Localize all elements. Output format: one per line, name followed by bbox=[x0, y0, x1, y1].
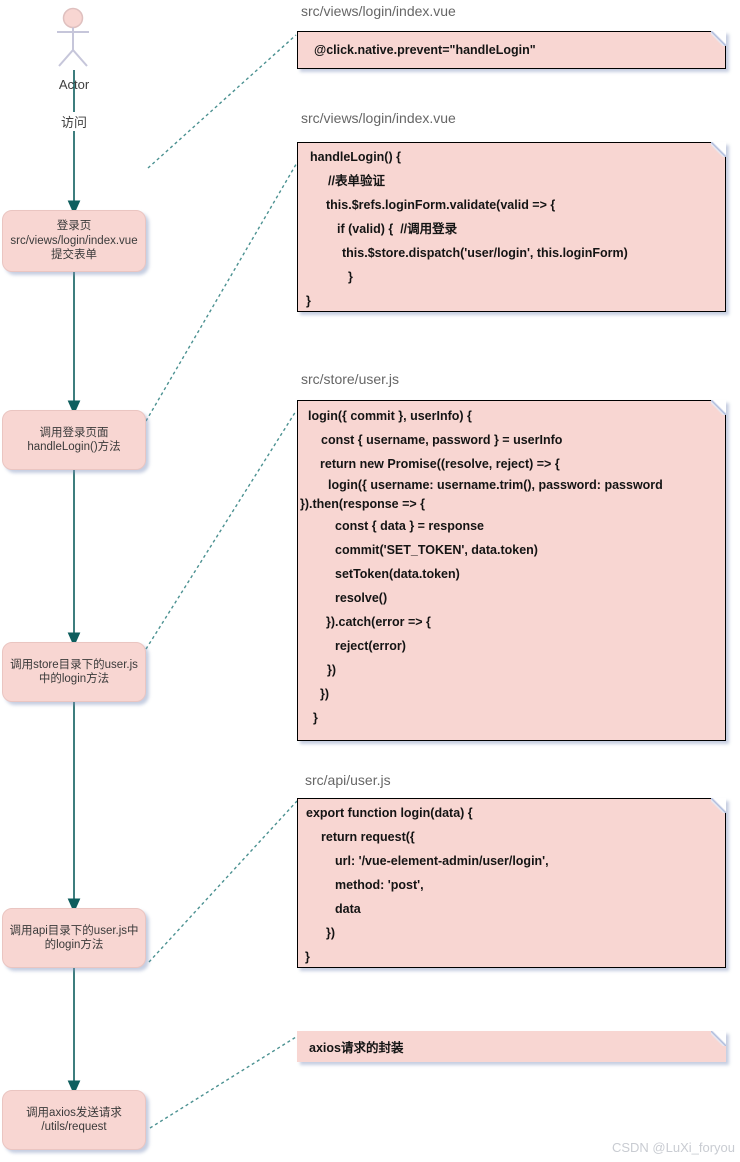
code-line: this.$store.dispatch('user/login', this.… bbox=[342, 246, 628, 260]
code-line: return request({ bbox=[321, 830, 415, 844]
code-line: } bbox=[348, 270, 353, 284]
note-fold-corner-icon bbox=[711, 1031, 726, 1046]
flow-box-line: 调用登录页面 bbox=[39, 426, 109, 439]
code-line: handleLogin() { bbox=[310, 150, 401, 164]
actor-label: Actor bbox=[58, 77, 90, 92]
code-line: } bbox=[306, 294, 311, 308]
code-line: }).then(response => { bbox=[300, 497, 426, 511]
flow-box-line: handleLogin()方法 bbox=[27, 441, 121, 453]
flow-box-axios-request: 调用axios发送请求 /utils/request bbox=[2, 1090, 146, 1150]
code-line: if (valid) { //调用登录 bbox=[337, 222, 458, 236]
code-line: resolve() bbox=[335, 591, 388, 605]
code-line: export function login(data) { bbox=[306, 806, 473, 820]
section-title-index-vue-2: src/views/login/index.vue bbox=[301, 110, 456, 126]
code-line: }).catch(error => { bbox=[326, 615, 431, 629]
actor-icon bbox=[57, 7, 89, 67]
flow-box-line: 中的login方法 bbox=[38, 673, 110, 685]
code-line: login({ username: username.trim(), passw… bbox=[328, 478, 663, 492]
watermark: CSDN @LuXi_foryou bbox=[611, 1140, 735, 1155]
note-fold-corner-icon bbox=[711, 400, 726, 415]
section-title-index-vue-1: src/views/login/index.vue bbox=[301, 3, 456, 19]
flow-box-line: src/views/login/index.vue bbox=[10, 234, 138, 247]
flow-box-line: 调用store目录下的user.js bbox=[10, 658, 138, 671]
code-line: url: '/vue-element-admin/user/login', bbox=[335, 854, 549, 868]
note-axios-wrapper: axios请求的封装 bbox=[297, 1031, 726, 1062]
code-line: return new Promise((resolve, reject) => … bbox=[320, 457, 560, 471]
flow-box-api-login: 调用api目录下的user.js中 的login方法 bbox=[2, 908, 146, 968]
edge-label-visit: 访问 bbox=[57, 112, 91, 131]
flow-box-line: /utils/request bbox=[41, 1121, 107, 1133]
note-store-login-code: login({ commit }, userInfo) { const { us… bbox=[297, 400, 726, 741]
code-line: //表单验证 bbox=[328, 174, 385, 188]
section-title-store-user-js: src/store/user.js bbox=[301, 371, 400, 387]
flow-box-line: 登录页 bbox=[56, 220, 92, 233]
note-handlelogin-code: handleLogin() { //表单验证 this.$refs.loginF… bbox=[297, 142, 726, 312]
connector-note4 bbox=[148, 800, 298, 963]
flow-box-line: 调用axios发送请求 bbox=[26, 1106, 122, 1119]
code-line: data bbox=[335, 902, 361, 916]
code-line: commit('SET_TOKEN', data.token) bbox=[335, 543, 538, 557]
flow-box-handlelogin: 调用登录页面 handleLogin()方法 bbox=[2, 410, 146, 470]
code-line: const { username, password } = userInfo bbox=[321, 433, 563, 447]
code-line: setToken(data.token) bbox=[335, 567, 460, 581]
note-fold-corner-icon bbox=[711, 142, 726, 157]
note-connectors bbox=[145, 34, 299, 1129]
note-click-handler: @click.native.prevent="handleLogin" bbox=[297, 31, 726, 69]
connector-note2 bbox=[145, 160, 299, 422]
code-line: }) bbox=[327, 663, 337, 677]
flow-box-login-page: 登录页 src/views/login/index.vue 提交表单 bbox=[2, 210, 146, 272]
flow-box-line: 提交表单 bbox=[51, 249, 97, 262]
note-fold-corner-icon bbox=[711, 798, 726, 813]
code-line: reject(error) bbox=[335, 639, 406, 653]
connector-note1 bbox=[147, 34, 297, 169]
code-line: this.$refs.loginForm.validate(valid => { bbox=[326, 198, 556, 212]
flow-box-store-login: 调用store目录下的user.js 中的login方法 bbox=[2, 642, 146, 702]
code-line: login({ commit }, userInfo) { bbox=[308, 409, 472, 423]
flow-box-line: 调用api目录下的user.js中 bbox=[9, 924, 139, 937]
note-api-login-code: export function login(data) { return req… bbox=[297, 798, 726, 968]
connector-note3 bbox=[145, 410, 297, 650]
connector-note5 bbox=[149, 1036, 297, 1129]
flow-box-line: 的login方法 bbox=[44, 939, 104, 951]
code-line: method: 'post', bbox=[335, 878, 424, 892]
code-line: } bbox=[313, 711, 318, 725]
note-fold-corner-icon bbox=[711, 31, 726, 46]
code-line: const { data } = response bbox=[335, 519, 485, 533]
code-line: @click.native.prevent="handleLogin" bbox=[314, 43, 536, 57]
section-title-api-user-js: src/api/user.js bbox=[305, 772, 391, 788]
code-line: }) bbox=[320, 687, 330, 701]
note-text: axios请求的封装 bbox=[309, 1041, 404, 1055]
code-line: }) bbox=[326, 926, 336, 940]
code-line: } bbox=[305, 950, 310, 964]
